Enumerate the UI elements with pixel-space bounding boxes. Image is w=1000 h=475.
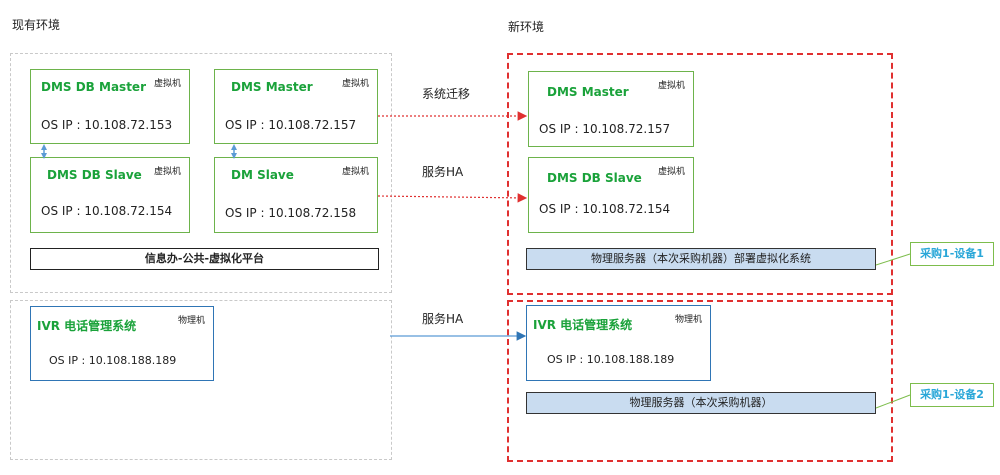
node-title: DMS Master bbox=[231, 80, 313, 94]
new-group-1 bbox=[507, 53, 893, 295]
node-ivr-new: IVR 电话管理系统 物理机 OS IP : 10.108.188.189 bbox=[526, 305, 711, 381]
node-dms-master: DMS Master 虚拟机 OS IP : 10.108.72.157 bbox=[214, 69, 378, 144]
new-group-2 bbox=[507, 300, 893, 462]
node-type: 虚拟机 bbox=[153, 79, 181, 89]
existing-vm-group bbox=[10, 53, 392, 293]
arrow-up-icon bbox=[41, 144, 47, 150]
node-type: 虚拟机 bbox=[657, 81, 685, 91]
node-type: 虚拟机 bbox=[153, 167, 181, 177]
node-new-dms-db-slave: DMS DB Slave 虚拟机 OS IP : 10.108.72.154 bbox=[528, 157, 694, 233]
node-ip: OS IP : 10.108.72.157 bbox=[539, 122, 671, 136]
node-dms-db-slave: DMS DB Slave 虚拟机 OS IP : 10.108.72.154 bbox=[30, 157, 190, 233]
node-type: 虚拟机 bbox=[657, 167, 685, 177]
server-bar-2: 物理服务器（本次采购机器） bbox=[526, 392, 876, 414]
virtualization-platform-label: 信息办-公共-虚拟化平台 bbox=[30, 248, 379, 270]
tag-device-1: 采购1-设备1 bbox=[910, 242, 994, 266]
node-title: IVR 电话管理系统 bbox=[37, 319, 137, 333]
node-ip: OS IP : 10.108.188.189 bbox=[49, 354, 177, 367]
label-service-ha-1: 服务HA bbox=[422, 165, 464, 179]
new-env-title: 新环境 bbox=[508, 20, 545, 34]
node-title: DMS DB Slave bbox=[547, 171, 642, 185]
node-type: 虚拟机 bbox=[341, 79, 369, 89]
arrow-down-icon bbox=[41, 153, 47, 159]
label-system-migration: 系统迁移 bbox=[422, 87, 471, 101]
node-ip: OS IP : 10.108.72.157 bbox=[225, 118, 357, 132]
node-title: DMS DB Master bbox=[41, 80, 146, 94]
node-ip: OS IP : 10.108.72.154 bbox=[539, 202, 671, 216]
node-title: DMS Master bbox=[547, 85, 629, 99]
node-ip: OS IP : 10.108.72.158 bbox=[225, 206, 357, 220]
arrow-ha-vm bbox=[377, 193, 528, 203]
node-new-dms-master: DMS Master 虚拟机 OS IP : 10.108.72.157 bbox=[528, 71, 694, 147]
node-dms-db-master: DMS DB Master 虚拟机 OS IP : 10.108.72.153 bbox=[30, 69, 190, 144]
node-dm-slave: DM Slave 虚拟机 OS IP : 10.108.72.158 bbox=[214, 157, 378, 233]
node-ip: OS IP : 10.108.72.153 bbox=[41, 118, 173, 132]
node-type: 物理机 bbox=[674, 315, 702, 325]
node-ivr-existing: IVR 电话管理系统 物理机 OS IP : 10.108.188.189 bbox=[30, 306, 214, 381]
node-ip: OS IP : 10.108.72.154 bbox=[41, 204, 173, 218]
tag-device-2: 采购1-设备2 bbox=[910, 383, 994, 407]
existing-env-title: 现有环境 bbox=[12, 18, 61, 32]
node-type: 物理机 bbox=[177, 316, 205, 326]
label-service-ha-2: 服务HA bbox=[422, 312, 464, 326]
node-title: IVR 电话管理系统 bbox=[533, 318, 633, 332]
node-title: DM Slave bbox=[231, 168, 294, 182]
arrow-down-icon bbox=[231, 153, 237, 159]
node-ip: OS IP : 10.108.188.189 bbox=[547, 353, 675, 366]
tag-connector-2 bbox=[875, 394, 911, 409]
node-type: 虚拟机 bbox=[341, 167, 369, 177]
tag-connector-1 bbox=[875, 253, 911, 266]
server-bar-1: 物理服务器（本次采购机器）部署虚拟化系统 bbox=[526, 248, 876, 270]
node-title: DMS DB Slave bbox=[47, 168, 142, 182]
arrow-up-icon bbox=[231, 144, 237, 150]
existing-physical-group bbox=[10, 300, 392, 460]
